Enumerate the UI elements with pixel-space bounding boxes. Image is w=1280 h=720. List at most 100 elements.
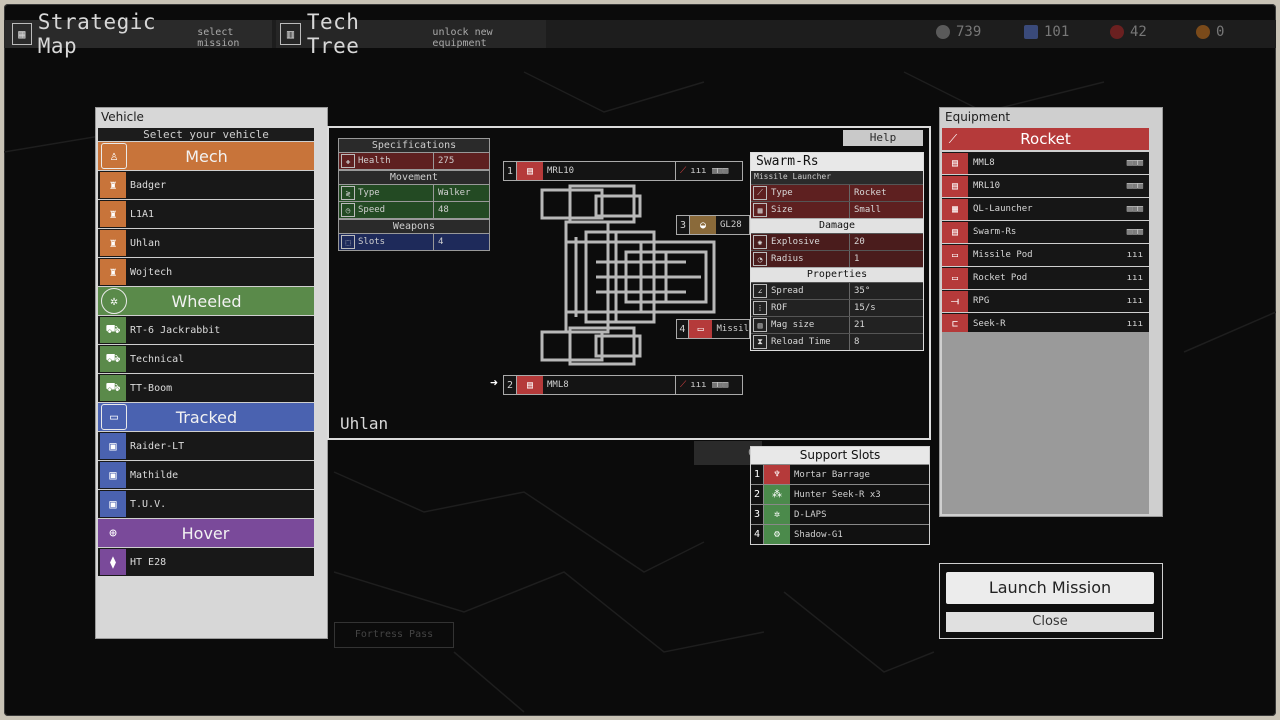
reload-icon: ⧗ xyxy=(753,335,767,349)
vehicle-item-tuv[interactable]: ▣T.U.V. xyxy=(98,489,314,518)
vehicle-item-badger[interactable]: ♜Badger xyxy=(98,170,314,199)
vehicle-label: L1A1 xyxy=(130,208,155,220)
mech-icon: ♜ xyxy=(100,259,126,285)
slot-number: 3 xyxy=(751,505,764,524)
tooltip-value: 1 xyxy=(849,251,923,267)
spec-label: Slots xyxy=(358,237,386,247)
target-resource-icon xyxy=(1110,25,1124,39)
arrow-right-icon: ➜ xyxy=(490,376,498,391)
drone-swarm-icon: ⁂ xyxy=(764,485,790,504)
equipment-item[interactable]: ▦QL-Launcher▥▥▥ xyxy=(942,197,1149,220)
vehicle-item-mathilde[interactable]: ▣Mathilde xyxy=(98,460,314,489)
support-slot-4[interactable]: 4 ⚙ Shadow-G1 xyxy=(751,524,929,544)
mech-icon: ♙ xyxy=(101,143,127,169)
resource-value: 0 xyxy=(1216,24,1225,40)
weapon-slot-3[interactable]: 3 ◒ GL28 xyxy=(676,215,750,235)
wheel-icon: ✲ xyxy=(101,288,127,314)
slot-weapon-name: MML8 xyxy=(547,380,569,390)
spec-value: 275 xyxy=(433,153,489,169)
tank-icon: ▣ xyxy=(100,462,126,488)
mech-icon: ♜ xyxy=(100,230,126,256)
selected-vehicle-name: Uhlan xyxy=(340,414,389,433)
size-icon: ▦ xyxy=(753,203,767,217)
wheeled-vehicle-icon: ⛟ xyxy=(100,317,126,343)
ammo-indicator: ▥▥▥ xyxy=(1126,204,1143,214)
slot-number: 4 xyxy=(677,320,689,338)
health-icon: ✚ xyxy=(341,154,355,168)
help-button[interactable]: Help xyxy=(843,130,923,146)
tooltip-label: Explosive xyxy=(771,237,820,247)
slot-ammo: ⟋ııı ▥▥▥ xyxy=(675,376,740,394)
resource-counter: 739 xyxy=(936,24,981,40)
resource-counter: 0 xyxy=(1196,24,1224,40)
tooltip-value: Small xyxy=(849,202,923,218)
category-label: Mech xyxy=(185,146,228,166)
tab-strategic-map[interactable]: ▦ Strategic Map select mission xyxy=(4,10,272,58)
vehicle-label: T.U.V. xyxy=(130,498,167,510)
spec-speed: ◷Speed 48 xyxy=(338,202,490,219)
close-button[interactable]: Close xyxy=(946,612,1154,632)
tech-tree-icon: ▥ xyxy=(280,23,301,45)
explosion-icon: ✺ xyxy=(753,235,767,249)
weapon-slot-2[interactable]: 2 ▤ MML8 ⟋ııı ▥▥▥ xyxy=(503,375,743,395)
tooltip-label: Mag size xyxy=(771,320,815,330)
resource-counter: 101 xyxy=(1024,24,1069,40)
category-mech[interactable]: ♙ Mech xyxy=(98,141,314,170)
weapon-slot-1[interactable]: 1 ▤ MRL10 ⟋ııı ▥▥▥ xyxy=(503,161,743,181)
tab-tech-tree[interactable]: ▥ Tech Tree unlock new equipment xyxy=(276,10,546,58)
vehicle-item-wojtech[interactable]: ♜Wojtech xyxy=(98,257,314,286)
rocket-icon: ⟋ xyxy=(680,380,687,390)
equipment-list: ▤MML8▥▥▥ ▤MRL10▥▥▥ ▦QL-Launcher▥▥▥ ▤Swar… xyxy=(942,151,1149,335)
spec-value: 4 xyxy=(433,234,489,250)
equipment-label: RPG xyxy=(973,296,990,306)
slot-ammo-indicator: ııı ▥▥▥ xyxy=(690,380,729,390)
strategic-map-background xyxy=(4,71,1276,713)
category-tracked[interactable]: ▭ Tracked xyxy=(98,402,314,431)
resource-value: 739 xyxy=(956,24,982,40)
support-slot-2[interactable]: 2 ⁂ Hunter Seek-R x3 xyxy=(751,484,929,504)
equipment-item[interactable]: ▤MRL10▥▥▥ xyxy=(942,174,1149,197)
support-label: Mortar Barrage xyxy=(794,469,870,480)
equipment-category-rocket[interactable]: ⟋ Rocket xyxy=(942,128,1149,150)
vehicle-label: HT E28 xyxy=(130,556,167,568)
vehicle-item-uhlan[interactable]: ♜Uhlan xyxy=(98,228,314,257)
tooltip-row-mag-size: ▥Mag size 21 xyxy=(751,316,923,333)
vehicle-item-rt6-jackrabbit[interactable]: ⛟RT-6 Jackrabbit xyxy=(98,315,314,344)
rocket-icon: ⟋ xyxy=(753,186,767,200)
category-hover[interactable]: ⊕ Hover xyxy=(98,518,314,547)
vehicle-list-subtitle: Select your vehicle xyxy=(98,128,314,141)
weapon-slot-4[interactable]: 4 ▭ Missil xyxy=(676,319,750,339)
spec-type: ≷Type Walker xyxy=(338,185,490,202)
slot-weapon-name: GL28 xyxy=(720,220,742,230)
vehicle-item-l1a1[interactable]: ♜L1A1 xyxy=(98,199,314,228)
equipment-label: MRL10 xyxy=(973,181,1001,191)
ammo-indicator: ▥▥▥ xyxy=(1126,158,1143,168)
vehicle-item-raider-lt[interactable]: ▣Raider-LT xyxy=(98,431,314,460)
equipment-item[interactable]: ▤Swarm-Rs▥▥▥ xyxy=(942,220,1149,243)
support-slot-3[interactable]: 3 ✲ D-LAPS xyxy=(751,504,929,524)
category-wheeled[interactable]: ✲ Wheeled xyxy=(98,286,314,315)
category-label: Rocket xyxy=(1020,130,1071,148)
grenade-launcher-icon: ◒ xyxy=(690,216,716,234)
support-slot-1[interactable]: 1 ♆ Mortar Barrage xyxy=(751,464,929,484)
spec-label: Speed xyxy=(358,205,386,215)
tooltip-label: ROF xyxy=(771,303,788,313)
resource-value: 101 xyxy=(1044,24,1070,40)
vehicle-item-ht-e28[interactable]: ⧫HT E28 xyxy=(98,547,314,576)
spec-value: Walker xyxy=(433,185,489,201)
support-label: Shadow-G1 xyxy=(794,529,843,540)
equipment-item[interactable]: ▤MML8▥▥▥ xyxy=(942,151,1149,174)
map-location-label[interactable]: Fortress Pass xyxy=(334,622,454,648)
launch-mission-button[interactable]: Launch Mission xyxy=(946,572,1154,604)
vehicle-item-technical[interactable]: ⛟Technical xyxy=(98,344,314,373)
equipment-label: MML8 xyxy=(973,158,995,168)
tooltip-value: 20 xyxy=(849,234,923,250)
vehicle-item-tt-boom[interactable]: ⛟TT-Boom xyxy=(98,373,314,402)
tooltip-row-radius: ◔Radius 1 xyxy=(751,250,923,267)
tooltip-value: 8 xyxy=(849,334,923,350)
mech-icon: ♜ xyxy=(100,172,126,198)
